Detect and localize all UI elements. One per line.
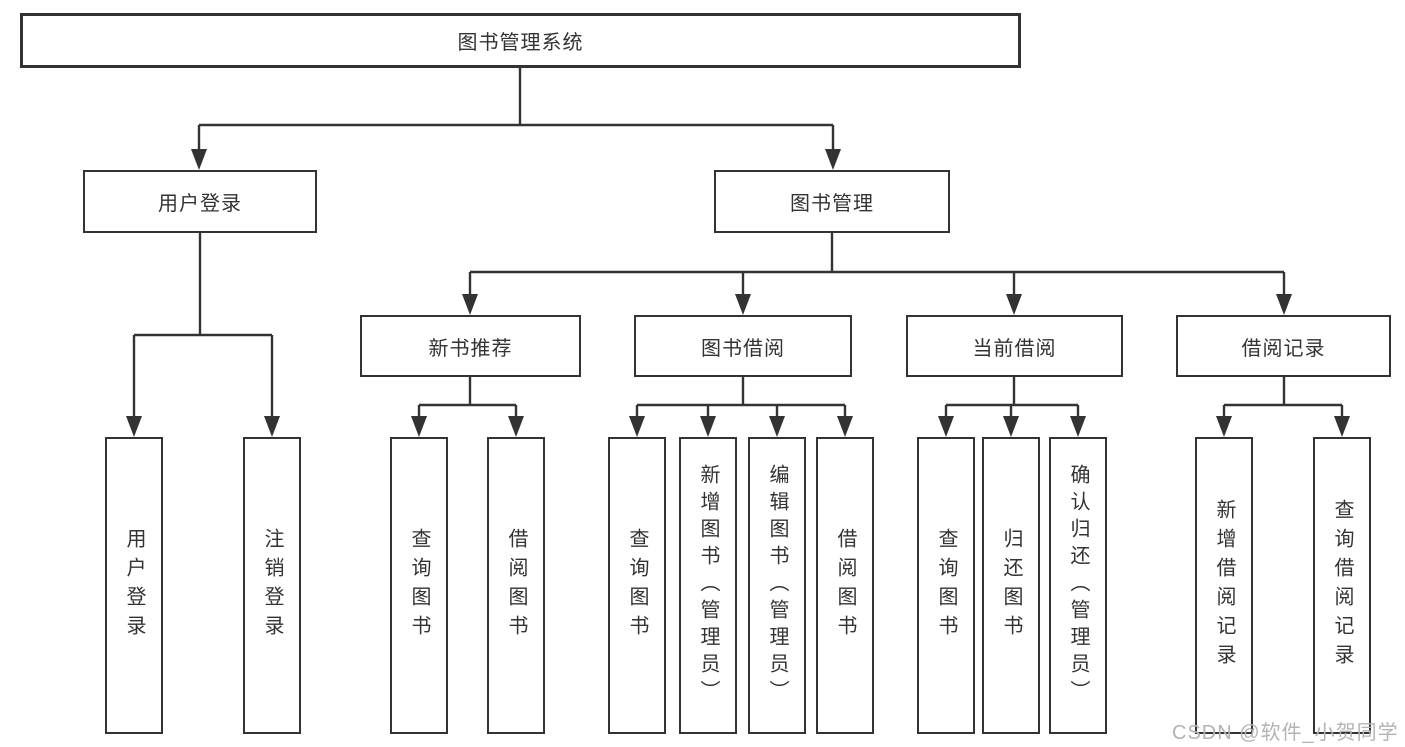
leaf-logout: 注销登录: [243, 437, 301, 734]
leaf-query-books-borrow: 查询图书: [608, 437, 666, 734]
node-label: 借阅图书: [834, 527, 856, 644]
leaf-query-borrow-record: 查询借阅记录: [1313, 437, 1371, 734]
csdn-watermark: CSDN @软件_小贺同学: [1172, 722, 1399, 744]
node-current-borrow: 当前借阅: [906, 315, 1123, 377]
node-label: 查询图书: [626, 527, 648, 644]
node-label: 注销登录: [261, 527, 283, 644]
leaf-query-books-recommend: 查询图书: [390, 437, 448, 734]
leaf-confirm-return-admin: 确认归还（管理员）: [1049, 437, 1107, 734]
node-label: 图书借阅: [701, 337, 785, 360]
node-book-borrow: 图书借阅: [634, 315, 852, 377]
node-label: 新增借阅记录: [1213, 498, 1235, 673]
node-label: 图书管理系统: [457, 32, 584, 54]
leaf-query-books-current: 查询图书: [917, 437, 975, 734]
node-label: 借阅图书: [505, 527, 527, 644]
node-label: 图书管理: [790, 193, 874, 215]
node-new-book-recommend: 新书推荐: [360, 315, 581, 377]
node-label: 新增图书（管理员）: [697, 464, 719, 707]
node-library-management-system: 图书管理系统: [20, 13, 1021, 68]
leaf-return-book: 归还图书: [982, 437, 1040, 734]
leaf-add-book-admin: 新增图书（管理员）: [679, 437, 737, 734]
node-label: 用户登录: [123, 527, 145, 644]
node-label: 当前借阅: [972, 337, 1057, 360]
node-user-login: 用户登录: [83, 170, 317, 233]
node-label: 编辑图书（管理员）: [766, 464, 788, 707]
node-label: 确认归还（管理员）: [1067, 464, 1089, 707]
leaf-edit-book-admin: 编辑图书（管理员）: [748, 437, 806, 734]
node-label: 查询图书: [408, 527, 430, 644]
node-label: 用户登录: [158, 193, 242, 215]
node-book-management: 图书管理: [714, 170, 950, 233]
arrowheads: [126, 149, 1350, 437]
node-label: 新书推荐: [428, 337, 513, 360]
node-borrow-record: 借阅记录: [1176, 315, 1391, 377]
node-label: 归还图书: [1000, 527, 1022, 644]
node-label: 借阅记录: [1241, 337, 1326, 360]
leaf-user-login: 用户登录: [105, 437, 163, 734]
leaf-add-borrow-record: 新增借阅记录: [1195, 437, 1253, 734]
leaf-borrow-books: 借阅图书: [816, 437, 874, 734]
node-label: 查询图书: [935, 527, 957, 644]
leaf-borrow-books-recommend: 借阅图书: [487, 437, 545, 734]
node-label: 查询借阅记录: [1331, 498, 1353, 673]
